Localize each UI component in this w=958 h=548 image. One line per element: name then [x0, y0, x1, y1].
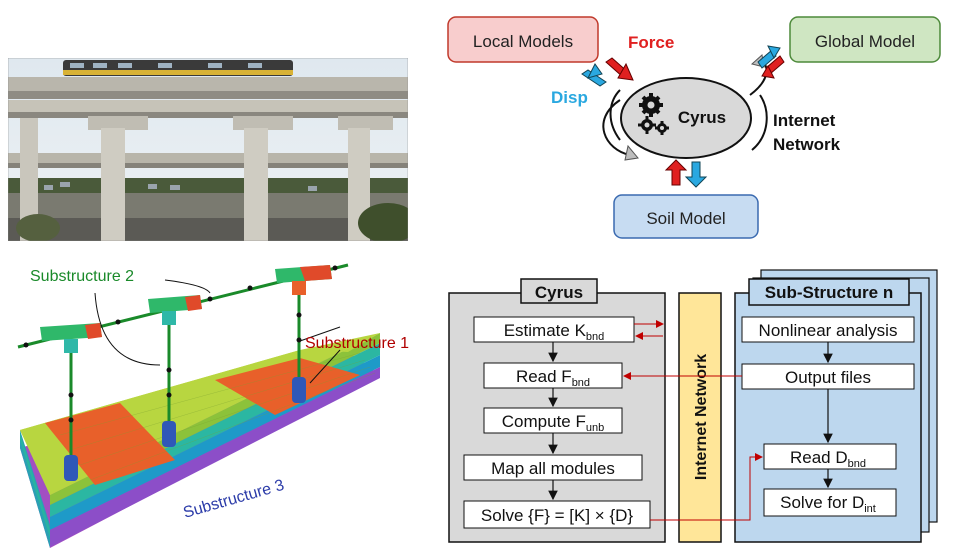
svg-text:Read Fbnd: Read Fbnd	[516, 367, 590, 389]
local-models-box	[447, 16, 599, 63]
step-output-files: Output files	[741, 363, 915, 390]
internet-label: Internet	[773, 111, 836, 130]
svg-text:Map all modules: Map all modules	[491, 459, 615, 478]
step-estimate-kbnd: Estimate Kbnd	[473, 316, 635, 343]
gears-icon	[638, 93, 669, 135]
substructure-panel-title: Sub-Structure n	[765, 283, 893, 302]
force-label: Force	[628, 33, 674, 52]
svg-text:Solve for Dint: Solve for Dint	[780, 493, 876, 515]
svg-text:Nonlinear analysis: Nonlinear analysis	[759, 321, 898, 340]
substructure-3-label: Substructure 3	[181, 477, 286, 522]
cyrus-panel-title: Cyrus	[535, 283, 583, 302]
substructure-1-label: Substructure 1	[305, 335, 409, 352]
soil-model-label: Soil Model	[646, 209, 725, 228]
svg-text:Read Dbnd: Read Dbnd	[790, 448, 866, 470]
global-model-label: Global Model	[815, 32, 915, 51]
bridge-photo	[8, 58, 408, 241]
substructure-2-label: Substructure 2	[30, 268, 134, 285]
network-label: Network	[773, 135, 841, 154]
local-models-label: Local Models	[473, 32, 573, 51]
flowchart: Cyrus Internet Network Sub-Structure n E…	[448, 269, 938, 543]
step-read-fbnd: Read Fbnd	[483, 362, 623, 389]
svg-text:Compute Funb: Compute Funb	[502, 412, 604, 434]
step-compute-funb: Compute Funb	[483, 407, 623, 434]
step-solve-dint: Solve for Dint	[763, 488, 897, 517]
step-map-modules: Map all modules	[463, 454, 643, 481]
disp-label: Disp	[551, 88, 588, 107]
svg-text:Estimate Kbnd: Estimate Kbnd	[504, 321, 605, 343]
cyrus-hub-label: Cyrus	[678, 108, 726, 127]
step-read-dbnd: Read Dbnd	[763, 443, 897, 470]
internet-network-bar	[678, 292, 722, 543]
soil-model-box	[613, 194, 759, 239]
step-solve-fkd: Solve {F} = [K] × {D}	[463, 500, 651, 529]
substructure-figure: Substructure 2 Substructure 1 Substructu…	[17, 263, 409, 548]
internet-network-label: Internet Network	[693, 354, 710, 480]
cyrus-network-diagram: Local Models Global Model Soil Model Cyr…	[447, 16, 941, 239]
svg-text:Solve {F} = [K] × {D}: Solve {F} = [K] × {D}	[481, 506, 633, 525]
svg-text:Output files: Output files	[785, 368, 871, 387]
global-model-box	[789, 16, 941, 63]
step-nonlinear-analysis: Nonlinear analysis	[741, 316, 915, 343]
